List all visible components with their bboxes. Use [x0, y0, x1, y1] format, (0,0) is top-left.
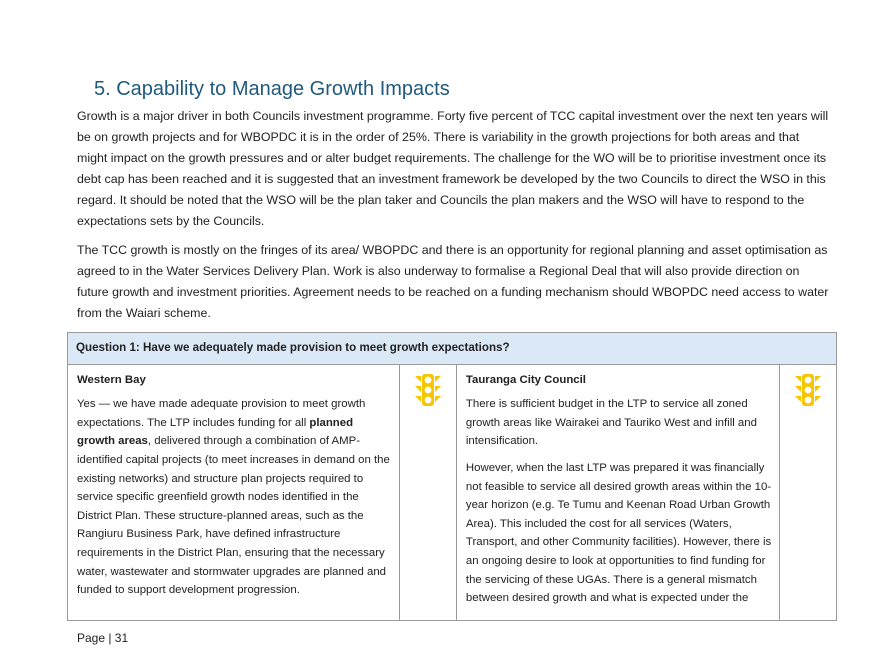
- western-bay-heading: Western Bay: [77, 373, 146, 386]
- document-page: 5. Capability to Manage Growth Impacts G…: [66, 78, 837, 645]
- paragraph: Growth is a major driver in both Council…: [77, 109, 829, 228]
- western-bay-status: [399, 363, 457, 621]
- paragraph: The TCC growth is mostly on the fringes …: [77, 243, 829, 320]
- bold-text: planned growth areas: [77, 416, 354, 448]
- tauranga-cell: Tauranga City Council There is sufficien…: [455, 363, 781, 621]
- traffic-light-icon: [415, 373, 442, 410]
- text: However, when the last LTP was prepared …: [465, 461, 772, 605]
- section-title: 5. Capability to Manage Growth Impacts: [94, 78, 450, 100]
- page-number: Page | 31: [77, 630, 129, 645]
- western-bay-cell: Western Bay Yes — we have made adequate …: [66, 363, 401, 621]
- question-table: Question 1: Have we adequately made prov…: [66, 332, 837, 621]
- tauranga-heading: Tauranga City Council: [465, 373, 586, 386]
- text: There is sufficient budget in the LTP to…: [465, 398, 757, 448]
- tauranga-status: [779, 363, 837, 621]
- text: Yes — we have made adequate provision to…: [77, 398, 366, 429]
- traffic-light-icon: [795, 373, 822, 410]
- question-heading: Question 1: Have we adequately made prov…: [67, 332, 837, 365]
- text: , delivered through a combination of AMP…: [77, 435, 390, 597]
